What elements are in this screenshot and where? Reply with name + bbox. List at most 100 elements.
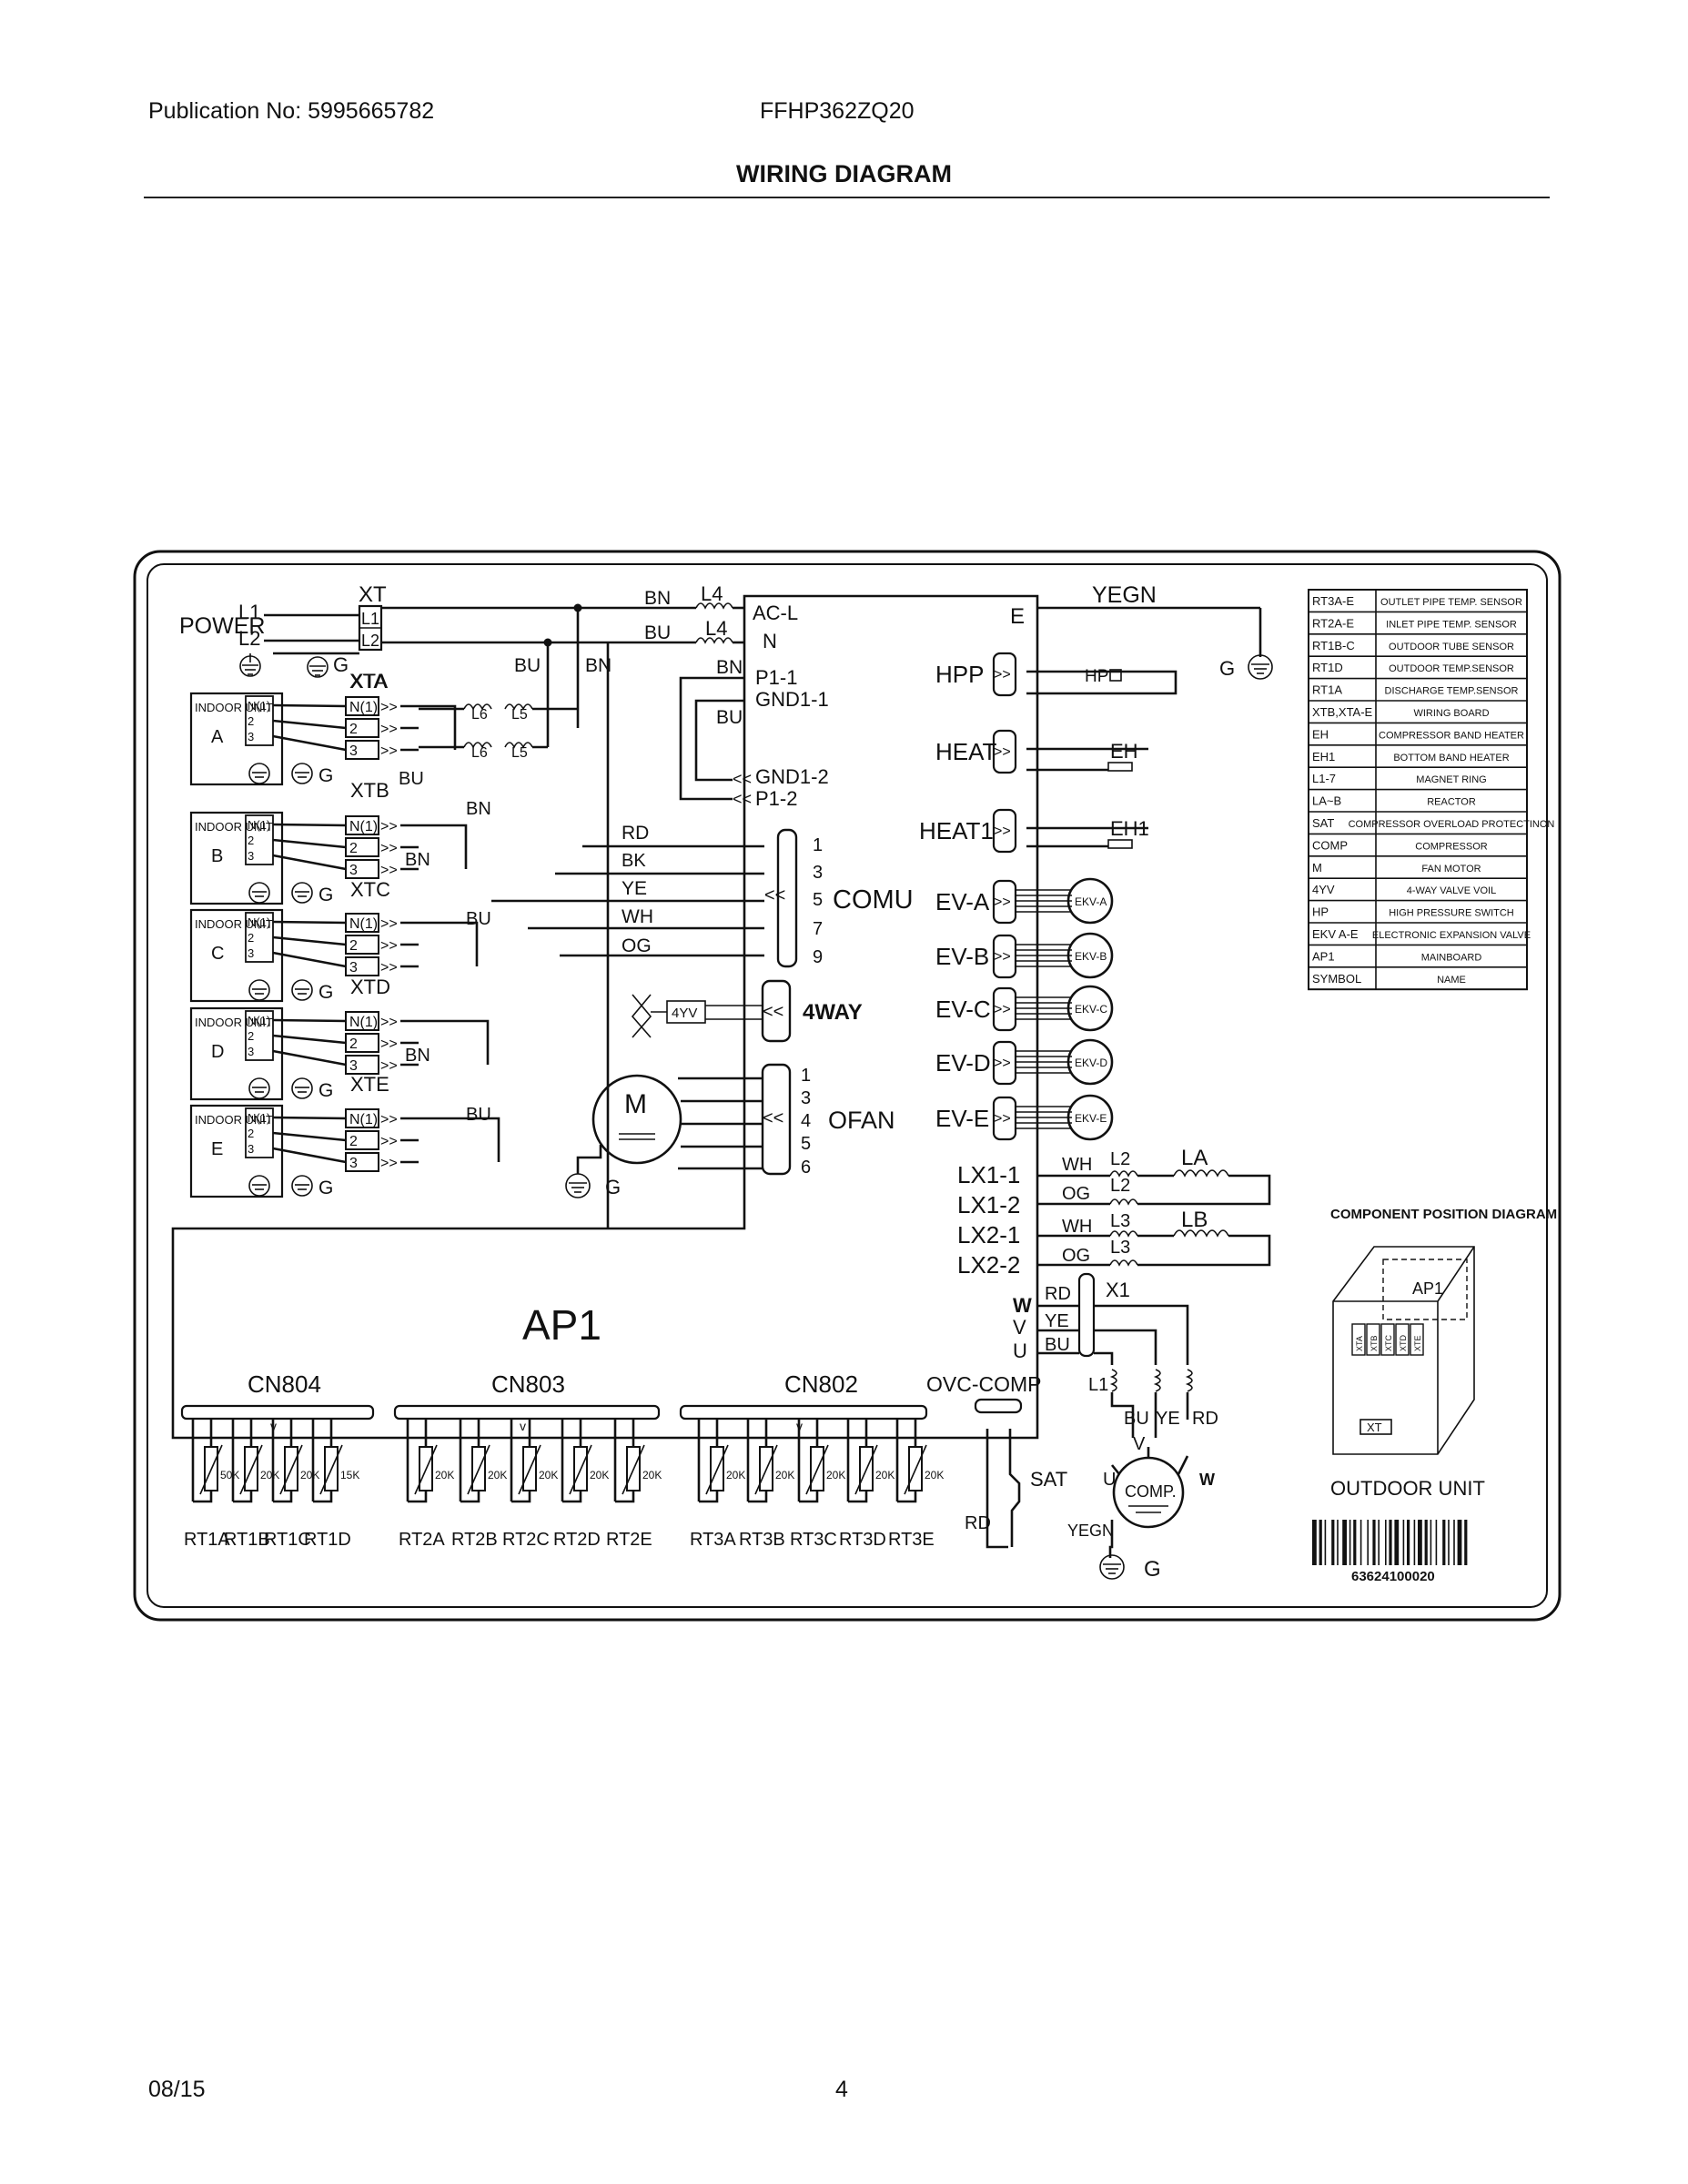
ground-icon bbox=[291, 979, 313, 1001]
legend-symbol: HP bbox=[1312, 905, 1329, 919]
barcode-number: 63624100020 bbox=[1351, 1569, 1435, 1584]
sensor-label: RT3A bbox=[690, 1530, 736, 1550]
arrow-glyph: >> bbox=[380, 1112, 398, 1127]
thermistor-value: 20K bbox=[300, 1469, 319, 1481]
indoor-unit-letter: D bbox=[211, 1042, 224, 1062]
barcode-bar bbox=[1448, 1520, 1450, 1565]
bundle-wire bbox=[419, 1019, 490, 1065]
xt-pin-label: 3 bbox=[349, 960, 358, 976]
xt-pin-label: N(1) bbox=[349, 916, 378, 932]
xt-pin-label: 2 bbox=[349, 938, 358, 954]
pin-e: E bbox=[1010, 604, 1025, 629]
power-l2-label: L2 bbox=[238, 627, 260, 650]
indoor-wire bbox=[272, 854, 347, 871]
legend-name: OUTLET PIPE TEMP. SENSOR bbox=[1380, 597, 1522, 608]
indoor-wire bbox=[272, 1147, 347, 1164]
indoor-wire bbox=[272, 1034, 347, 1045]
legend-name: BOTTOM BAND HEATER bbox=[1393, 753, 1509, 763]
indoor-unit-letter: A bbox=[211, 727, 224, 747]
barcode-bar bbox=[1442, 1520, 1446, 1565]
pin-gnd11: GND1-1 bbox=[755, 688, 829, 711]
indoor-pin: 2 bbox=[248, 1127, 254, 1140]
xt-pin-label: N(1) bbox=[349, 1112, 378, 1127]
phase-ye-label: YE bbox=[1156, 1409, 1180, 1429]
ekv-label: EKV-C bbox=[1075, 1003, 1107, 1016]
connector-heat bbox=[992, 729, 1017, 774]
indoor-pin: 3 bbox=[248, 1142, 254, 1156]
sensor-wire bbox=[699, 1491, 719, 1503]
lx-og-2: OG bbox=[1062, 1246, 1090, 1266]
indoor-wire bbox=[272, 920, 347, 925]
thermistor-value: 50K bbox=[220, 1469, 239, 1481]
arrow-glyph: >> bbox=[380, 819, 398, 834]
phase-w-label: W bbox=[1199, 1471, 1215, 1489]
cn-connector bbox=[679, 1404, 928, 1421]
l4-coil-top bbox=[695, 602, 733, 610]
xt-pin-label: 2 bbox=[349, 1134, 358, 1149]
thermistor-value: 20K bbox=[590, 1469, 609, 1481]
diagram-inner-frame bbox=[147, 563, 1548, 1608]
pin-n: N bbox=[763, 630, 777, 652]
indoor-wire bbox=[272, 1049, 347, 1067]
arrow-glyph: >> bbox=[994, 1056, 1011, 1071]
position-terminal bbox=[1366, 1323, 1380, 1356]
sensor-wire bbox=[613, 1419, 635, 1502]
thermistor-value: 20K bbox=[435, 1469, 454, 1481]
xt-l2-label: L2 bbox=[361, 632, 379, 650]
xt-terminal-label: XTD bbox=[350, 976, 390, 998]
ground-icon bbox=[248, 882, 270, 904]
bu-label-gnd: BU bbox=[716, 707, 743, 728]
bundle-wire bbox=[419, 824, 468, 869]
position-terminal bbox=[1410, 1323, 1424, 1356]
cn-block-label: CN802 bbox=[784, 1370, 858, 1398]
thermistor-slash bbox=[754, 1444, 778, 1495]
sensor-wire bbox=[273, 1491, 293, 1503]
indoor-pin: 2 bbox=[248, 834, 254, 847]
legend-name: MAGNET RING bbox=[1416, 774, 1486, 785]
l3-label-2: L3 bbox=[1110, 1238, 1130, 1258]
ground-label: G bbox=[318, 982, 333, 1003]
ekv-e-icon bbox=[1066, 1094, 1114, 1141]
page-number: 4 bbox=[835, 2077, 848, 2102]
thermistor-slash bbox=[705, 1444, 729, 1495]
arrow-glyph: >> bbox=[994, 744, 1011, 760]
indoor-unit-letter: C bbox=[211, 944, 224, 964]
wire-color-label: BU bbox=[466, 1105, 491, 1125]
ground-icon bbox=[291, 1175, 313, 1197]
position-terminal-label: XTD bbox=[1399, 1334, 1408, 1351]
page-title: WIRING DIAGRAM bbox=[736, 160, 952, 187]
ground-icon bbox=[291, 1077, 313, 1099]
barcode-bar bbox=[1402, 1520, 1405, 1565]
comp-rd-label: RD bbox=[1045, 1284, 1071, 1304]
thermistor-value: 20K bbox=[775, 1469, 794, 1481]
sensor-label: RT2B bbox=[451, 1530, 498, 1550]
diagram-outer-frame bbox=[133, 550, 1562, 1622]
bn-label-xtb: BN bbox=[466, 799, 491, 819]
sensor-label: RT3D bbox=[839, 1530, 886, 1550]
bu-label-xtb: BU bbox=[399, 769, 424, 789]
arrow-glyph: >> bbox=[994, 824, 1011, 839]
ground-icon bbox=[248, 1175, 270, 1197]
xt-pin-label: 2 bbox=[349, 841, 358, 856]
barcode-bar bbox=[1367, 1520, 1369, 1565]
arrow-glyph: >> bbox=[380, 1015, 398, 1030]
barcode-bar bbox=[1378, 1520, 1380, 1565]
og-label: OG bbox=[622, 935, 652, 956]
indoor-wire bbox=[272, 838, 347, 849]
legend-name: COMPRESSOR OVERLOAD PROTECTINON bbox=[1349, 819, 1555, 830]
indoor-pin: 2 bbox=[248, 1029, 254, 1043]
comp-ye-label: YE bbox=[1045, 1311, 1069, 1331]
barcode-bar bbox=[1337, 1520, 1339, 1565]
fan-motor-label: M bbox=[624, 1089, 647, 1119]
connector-ev-e bbox=[992, 1096, 1017, 1141]
ekv-a-icon bbox=[1066, 877, 1114, 925]
legend-symbol: RT2A-E bbox=[1312, 616, 1354, 630]
thermistor-value: 20K bbox=[539, 1469, 558, 1481]
pin-p11: P1-1 bbox=[755, 666, 797, 689]
svg-text:<<: << bbox=[763, 1108, 783, 1128]
sensor-label: RT2D bbox=[553, 1530, 601, 1550]
comp-yegn-label: YEGN bbox=[1067, 1522, 1114, 1540]
barcode-bar bbox=[1424, 1520, 1428, 1565]
ofan-connector bbox=[761, 1063, 792, 1176]
legend-symbol: LA~B bbox=[1312, 794, 1341, 808]
